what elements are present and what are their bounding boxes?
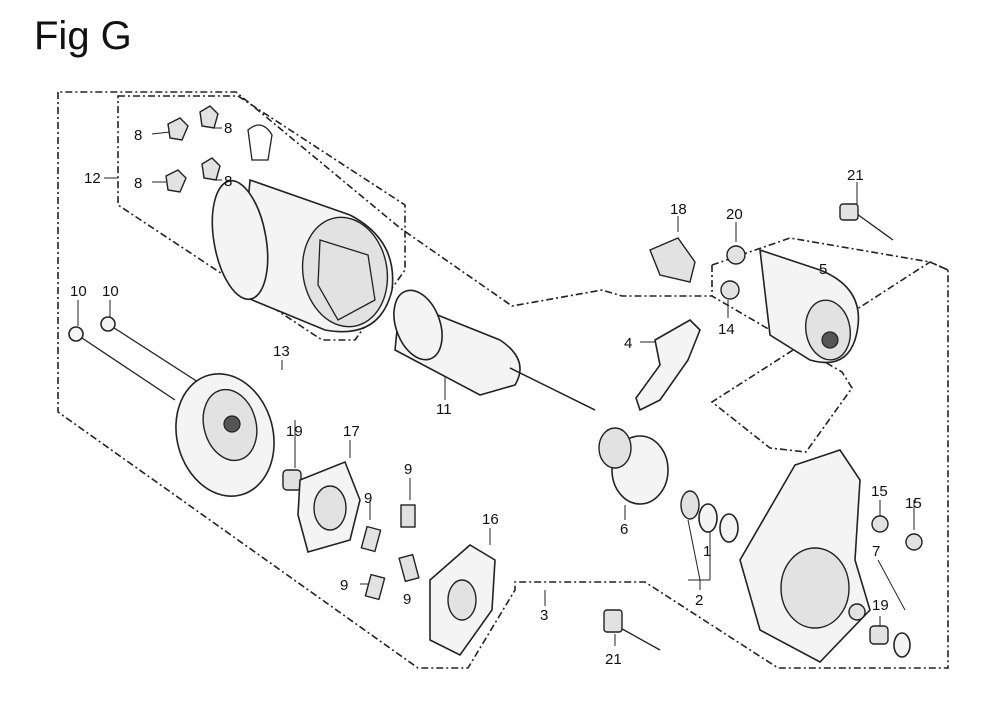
- seal-rubber: [649, 237, 696, 283]
- washer-c: [719, 513, 739, 543]
- shift-lever: [635, 319, 701, 412]
- callout-3: 3: [540, 607, 548, 624]
- callout-5: 5: [819, 261, 827, 278]
- callout-11: 11: [436, 401, 452, 418]
- rear-cover: [175, 373, 275, 497]
- nut-15-a: [871, 515, 889, 533]
- bushing-front: [869, 625, 889, 645]
- nut-20: [726, 245, 746, 265]
- nut-15-b: [905, 533, 923, 551]
- callout-9: 9: [404, 461, 412, 478]
- callout-19: 19: [286, 423, 303, 440]
- callout-8: 8: [224, 120, 232, 137]
- callout-15: 15: [871, 483, 888, 500]
- front-ring: [893, 632, 911, 658]
- front-housing: [739, 449, 871, 663]
- callout-14: 14: [718, 321, 735, 338]
- callout-13: 13: [273, 343, 290, 360]
- callout-20: 20: [726, 206, 743, 223]
- callout-8: 8: [224, 173, 232, 190]
- through-bolts: [68, 316, 199, 401]
- callout-18: 18: [670, 201, 687, 218]
- callout-17: 17: [343, 423, 360, 440]
- armature: [393, 289, 596, 411]
- bushing-rear: [282, 469, 302, 491]
- callout-9: 9: [364, 490, 372, 507]
- callout-1: 1: [703, 543, 711, 560]
- leader-lines: [77, 127, 915, 646]
- nut-14: [720, 280, 740, 300]
- callout-10: 10: [70, 283, 87, 300]
- callout-15: 15: [905, 495, 922, 512]
- solenoid-frame: [711, 237, 949, 296]
- callout-8: 8: [134, 127, 142, 144]
- pinion-clutch: [598, 427, 669, 505]
- callout-16: 16: [482, 511, 499, 528]
- callout-12: 12: [84, 170, 101, 187]
- callout-8: 8: [134, 175, 142, 192]
- callout-9: 9: [340, 577, 348, 594]
- assembly-frame-outer: [57, 91, 949, 669]
- brush-holder-frame: [117, 95, 406, 341]
- bolt-21-lower: [603, 609, 661, 651]
- callout-21: 21: [847, 167, 864, 184]
- bolt-21-upper: [839, 203, 894, 241]
- solenoid: [759, 248, 860, 364]
- callout-4: 4: [624, 335, 632, 352]
- callout-19: 19: [872, 597, 889, 614]
- callout-6: 6: [620, 521, 628, 538]
- callout-labels: 8 8 8 8 12 10 10 13 19 17 9 9 9 9 11 16 …: [70, 120, 922, 668]
- washer-b: [698, 503, 718, 533]
- callout-9: 9: [403, 591, 411, 608]
- brushes: [165, 105, 221, 193]
- callout-10: 10: [102, 283, 119, 300]
- brush-springs: [360, 504, 420, 601]
- figure-title: Fig G: [34, 14, 132, 58]
- callout-21: 21: [605, 651, 622, 668]
- callout-7: 7: [872, 543, 880, 560]
- washer-a: [680, 490, 700, 520]
- yoke-field-housing: [211, 124, 394, 333]
- callout-2: 2: [695, 592, 703, 609]
